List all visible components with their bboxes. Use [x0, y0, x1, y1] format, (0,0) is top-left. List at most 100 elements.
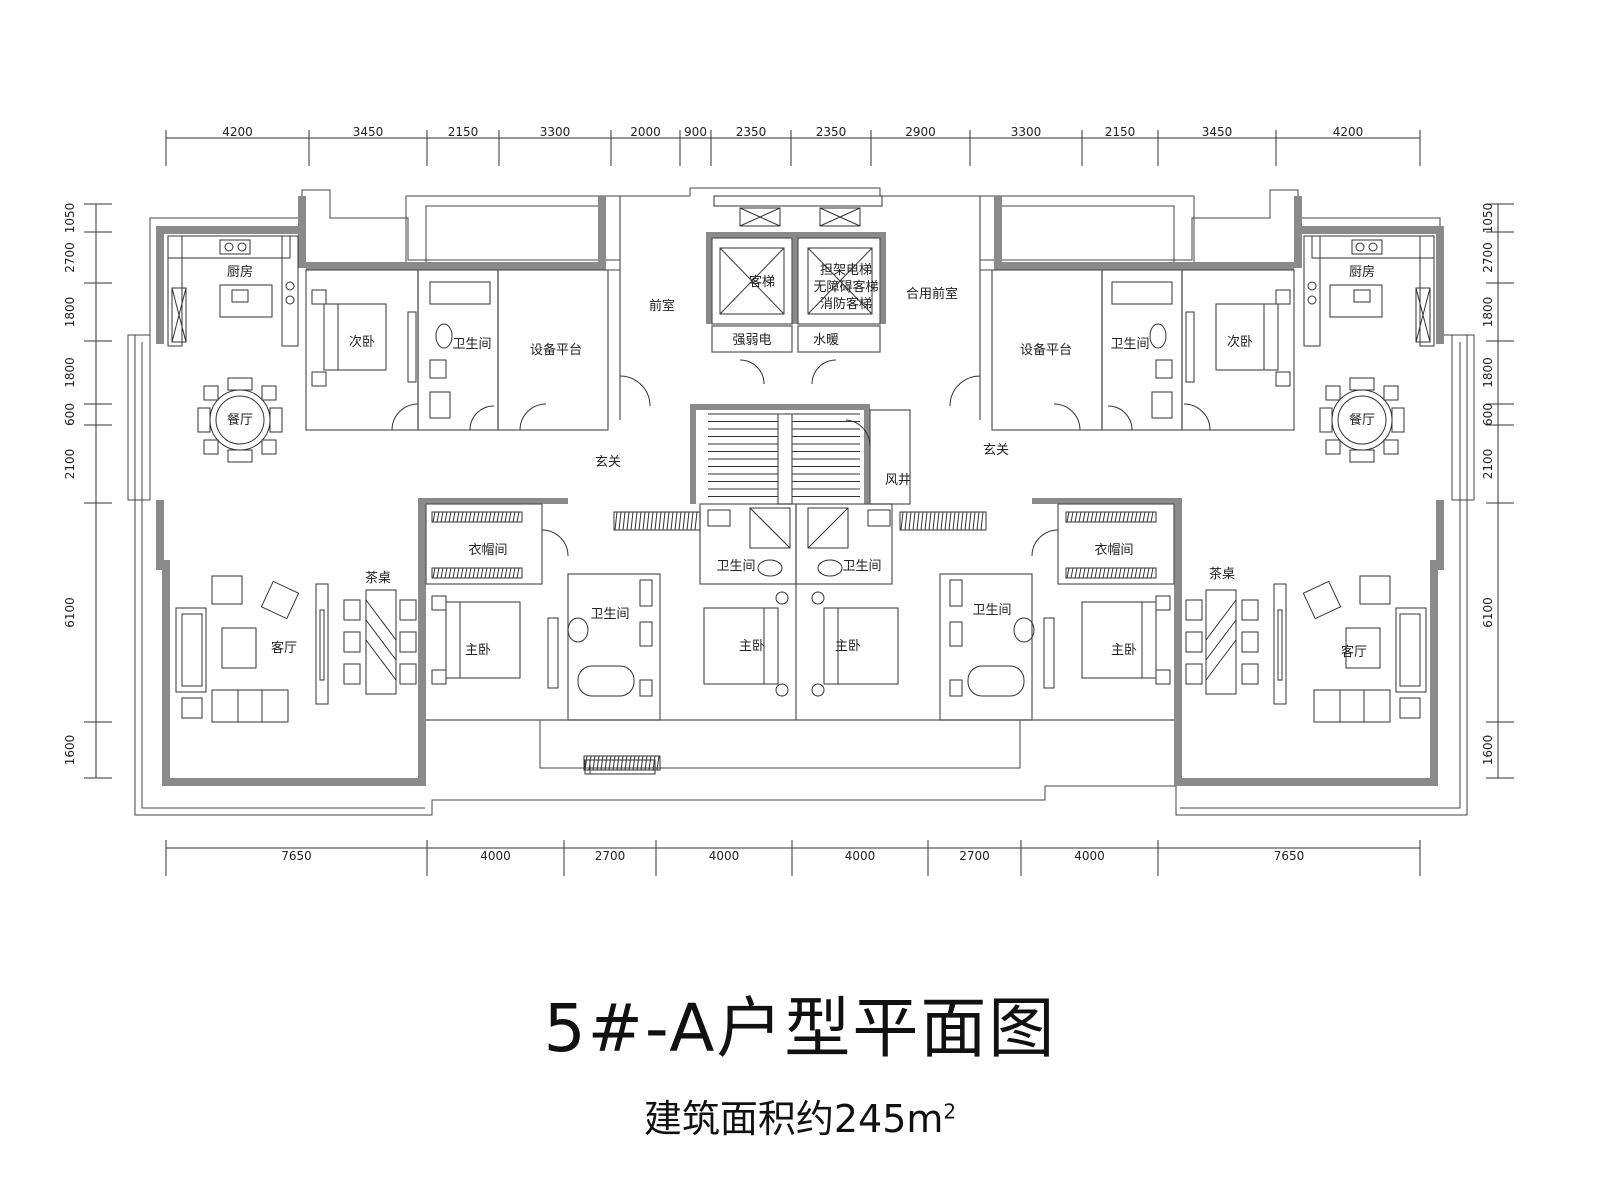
label-shared-front-room: 合用前室: [906, 286, 958, 302]
label-power-shaft: 强弱电: [732, 333, 771, 348]
wardrobe-hanger: [1086, 511, 1090, 523]
wardrobe-hanger: [944, 511, 948, 531]
wardrobe-hanger: [626, 511, 630, 531]
label-air-shaft: 风井: [885, 473, 911, 488]
wardrobe-hanger: [508, 567, 512, 579]
dim-right-label: 600: [1481, 403, 1495, 426]
dim-bottom-label: 2700: [959, 849, 990, 863]
wardrobe-hanger: [960, 511, 964, 531]
wardrobe-hanger: [648, 755, 652, 771]
wardrobe-hanger: [666, 511, 670, 531]
dim-top-label: 900: [684, 125, 707, 139]
wardrobe-hanger: [1102, 567, 1106, 579]
wardrobe-hanger: [436, 567, 440, 579]
stairwell: [708, 413, 860, 505]
wardrobe-hanger: [654, 511, 658, 531]
wardrobe-hanger: [964, 511, 968, 531]
label-bathroom-center-right: 卫生间: [842, 559, 881, 574]
wardrobe-hanger: [618, 511, 622, 531]
wardrobe-hanger: [616, 755, 620, 771]
label-tea-table-right: 茶桌: [1209, 566, 1235, 582]
wardrobe-hanger: [1078, 511, 1082, 523]
label-dining-left: 餐厅: [227, 412, 253, 428]
wardrobe-hanger: [674, 511, 678, 531]
room-labels: 厨房 次卧 卫生间 设备平台 餐厅 玄关 衣帽间 茶桌 客厅 卫生间 主卧 前室…: [227, 263, 1375, 660]
wardrobe-hanger: [658, 511, 662, 531]
wardrobe-hanger: [656, 755, 660, 771]
wardrobe-hanger: [480, 567, 484, 579]
wardrobe-hanger: [1138, 511, 1142, 523]
wardrobe-hanger: [1070, 567, 1074, 579]
wardrobe-hanger: [600, 755, 604, 771]
dim-right-label: 1800: [1481, 357, 1495, 388]
wardrobes: [431, 511, 1157, 771]
dim-top-label: 3450: [353, 125, 384, 139]
wardrobe-hanger: [448, 567, 452, 579]
wardrobe-hanger: [1150, 511, 1154, 523]
wardrobe-hanger: [608, 755, 612, 771]
wardrobe-hanger: [624, 755, 628, 771]
wardrobe-hanger: [620, 755, 624, 771]
dim-left-label: 6100: [63, 597, 77, 628]
wardrobe-hanger: [646, 511, 650, 531]
wardrobe-hanger: [1142, 511, 1146, 523]
dim-bottom-label: 4000: [845, 849, 876, 863]
dim-top-label: 2350: [816, 125, 847, 139]
plan-title: 5#-A户型平面图: [543, 990, 1057, 1067]
label-master-bath-right: 卫生间: [972, 603, 1011, 618]
wardrobe-hanger: [1118, 511, 1122, 523]
wardrobe-hanger: [948, 511, 952, 531]
wardrobe-hanger: [1074, 567, 1078, 579]
wardrobe-hanger: [1118, 567, 1122, 579]
stair-well: [777, 413, 793, 505]
label-hvac-shaft: 水暖: [813, 333, 839, 348]
dim-right-label: 2700: [1481, 242, 1495, 273]
wardrobe-hanger: [1138, 567, 1142, 579]
dim-left-label: 1600: [63, 735, 77, 766]
wardrobe-hanger: [1086, 567, 1090, 579]
label-closet-right: 衣帽间: [1094, 542, 1133, 558]
wardrobe-hanger: [452, 511, 456, 523]
dim-bottom-label: 2700: [595, 849, 626, 863]
label-tea-table-left: 茶桌: [365, 570, 391, 586]
dim-bottom-label: 7650: [1274, 849, 1305, 863]
wardrobe-hanger: [630, 511, 634, 531]
wardrobe-hanger: [592, 755, 596, 771]
wardrobe-hanger: [1146, 511, 1150, 523]
wardrobe-hanger: [1110, 567, 1114, 579]
wardrobe-hanger: [508, 511, 512, 523]
wardrobe-hanger: [1142, 567, 1146, 579]
dim-top-label: 2350: [736, 125, 767, 139]
wardrobe-hanger: [952, 511, 956, 531]
wardrobe-hanger: [628, 755, 632, 771]
wardrobe-hanger: [496, 567, 500, 579]
wardrobe-hanger: [1126, 511, 1130, 523]
wardrobe-hanger: [456, 567, 460, 579]
label-kitchen-right: 厨房: [1349, 264, 1375, 280]
wardrobe-hanger: [1094, 567, 1098, 579]
dim-right-label: 1600: [1481, 735, 1495, 766]
wardrobe-hanger: [516, 511, 520, 523]
wardrobe-hanger: [1114, 567, 1118, 579]
elevator-shafts: [713, 195, 883, 315]
building-area-exponent: 2: [943, 1099, 957, 1124]
label-bathroom-right: 卫生间: [1110, 337, 1149, 352]
wardrobe-hanger: [642, 511, 646, 531]
dim-left-label: 1800: [63, 297, 77, 328]
dim-right-label: 6100: [1481, 597, 1495, 628]
label-master-bedroom-center-right: 主卧: [835, 639, 861, 654]
wardrobe-hanger: [636, 755, 640, 771]
wardrobe-hanger: [460, 567, 464, 579]
wardrobe-hanger: [1102, 511, 1106, 523]
label-bathroom-left: 卫生间: [452, 337, 491, 352]
dim-bottom-label: 7650: [281, 849, 312, 863]
label-dining-right: 餐厅: [1349, 412, 1375, 428]
label-bathroom-center-left: 卫生间: [716, 559, 755, 574]
label-closet-left: 衣帽间: [468, 542, 507, 558]
wardrobe-hanger: [464, 567, 468, 579]
wardrobe-hanger: [476, 511, 480, 523]
wardrobe-hanger: [936, 511, 940, 531]
dim-top-label: 3300: [1011, 125, 1042, 139]
